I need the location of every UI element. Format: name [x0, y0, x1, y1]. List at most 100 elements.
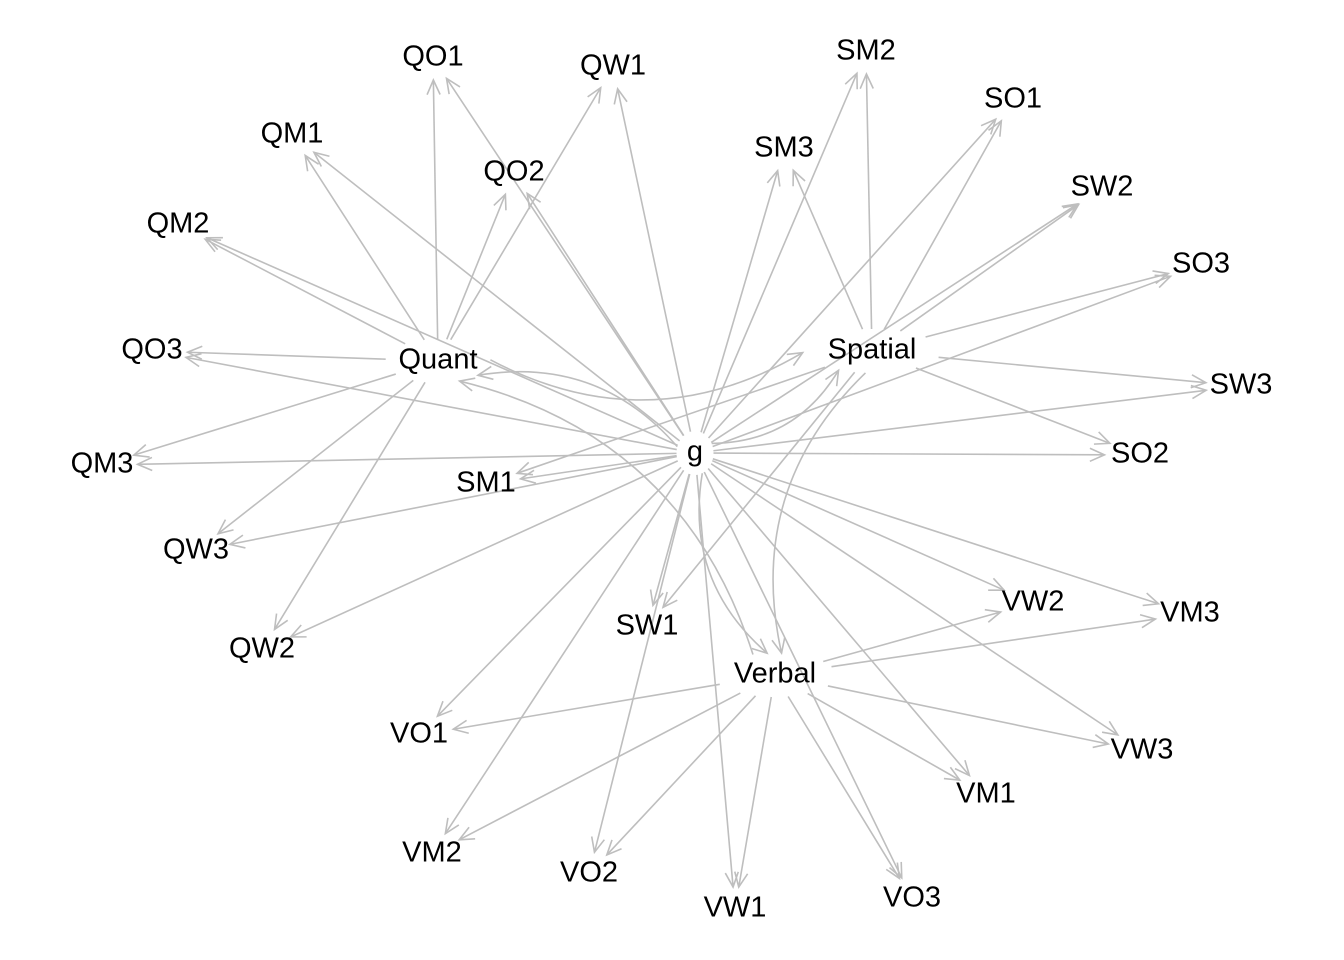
edge-g-qo1	[445, 77, 685, 437]
edge-g-so2	[713, 452, 1105, 456]
arrowhead-icon	[426, 78, 441, 96]
arrowhead-icon	[1101, 720, 1120, 736]
edge-g-sw1	[652, 473, 691, 606]
edge-g-vm3	[712, 458, 1159, 605]
arrowhead-icon	[859, 72, 874, 90]
arrowhead-icon	[288, 624, 307, 638]
edge-spatial-so3	[925, 272, 1169, 338]
arrowhead-icon	[273, 613, 289, 632]
edge-g-qw3	[229, 455, 677, 546]
arrowhead-icon	[844, 71, 858, 90]
edge-verbal-vm3	[831, 618, 1156, 668]
edge-g-sw2	[710, 203, 1078, 444]
arrowhead-icon	[445, 76, 461, 95]
node-qm2: QM2	[147, 208, 210, 240]
arrowhead-icon	[751, 638, 769, 655]
arrowhead-icon	[1154, 274, 1173, 289]
node-qw3: QW3	[163, 534, 229, 566]
node-spatial: Spatial	[828, 334, 917, 366]
node-qm3: QM3	[71, 448, 134, 480]
arrowhead-icon	[771, 637, 786, 656]
edge-g-qm1	[313, 151, 681, 442]
node-vo1: VO1	[390, 718, 448, 750]
node-so2: SO2	[1111, 438, 1169, 470]
arrowhead-icon	[724, 871, 740, 889]
edge-g-vo1	[436, 466, 682, 717]
arrowhead-icon	[1190, 374, 1208, 389]
edge-quant-qo1	[432, 79, 439, 340]
arrowhead-icon	[457, 826, 476, 841]
edge-g-vo3	[703, 471, 903, 879]
node-g: g	[687, 436, 703, 468]
arrowhead-icon	[786, 351, 805, 367]
edge-verbal-vw1	[737, 696, 773, 888]
edge-g-vw1	[696, 474, 734, 888]
arrowhead-icon	[1092, 734, 1111, 749]
arrowhead-icon	[943, 766, 962, 782]
node-qo3: QO3	[121, 334, 182, 366]
edge-verbal-vm1	[807, 692, 961, 781]
arrowhead-icon	[1089, 447, 1107, 463]
arrowhead-icon	[605, 839, 622, 857]
edge-g-sm1	[520, 454, 677, 480]
edge-spatial-so2	[915, 367, 1111, 445]
arrowhead-icon	[649, 589, 664, 608]
edge-spatial-sw2	[899, 203, 1080, 332]
node-sw2: SW2	[1071, 171, 1134, 203]
arrowhead-icon	[135, 456, 153, 472]
arrowhead-icon	[475, 365, 494, 381]
edge-g-sw3	[713, 389, 1207, 452]
node-qw1: QW1	[580, 50, 646, 82]
edge-g-qw2	[290, 460, 679, 638]
arrowhead-icon	[1062, 203, 1081, 219]
edge-quant-qm2	[204, 238, 406, 345]
node-sm3: SM3	[754, 132, 814, 164]
arrowhead-icon	[984, 608, 1003, 623]
edge-g-spatial	[711, 369, 840, 445]
edge-g-verbal	[698, 473, 768, 654]
edge-g-qw1	[616, 88, 692, 432]
arrowhead-icon	[205, 236, 223, 251]
node-vm3: VM3	[1160, 597, 1220, 629]
node-vw1: VW1	[704, 892, 767, 924]
node-sm1: SM1	[456, 467, 516, 499]
edge-g-sm2	[702, 72, 858, 434]
edge-quant-spatial	[490, 351, 804, 401]
arrowhead-icon	[980, 117, 998, 135]
node-qm1: QM1	[261, 118, 324, 150]
edge-verbal-vo1	[453, 683, 720, 731]
node-vm2: VM2	[402, 837, 462, 869]
edges-layer	[131, 71, 1209, 890]
arrowhead-icon	[227, 534, 246, 549]
arrowhead-icon	[824, 368, 840, 387]
arrowhead-icon	[1061, 202, 1080, 218]
edge-verbal-vm2	[458, 692, 741, 841]
arrowhead-icon	[436, 700, 453, 718]
arrowhead-icon	[526, 191, 542, 210]
edge-g-so3	[712, 275, 1171, 448]
arrowhead-icon	[792, 168, 806, 187]
node-vo2: VO2	[560, 857, 618, 889]
arrowhead-icon	[1093, 431, 1112, 445]
edge-g-vm2	[444, 469, 685, 835]
edge-quant-qo2	[446, 194, 507, 340]
arrowhead-icon	[590, 836, 605, 855]
edge-verbal-vo3	[787, 696, 901, 879]
edge-g-qm3	[137, 452, 677, 466]
edge-spatial-so1	[883, 120, 1003, 330]
arrowhead-icon	[216, 519, 234, 535]
arrowhead-icon	[766, 168, 781, 187]
node-sw3: SW3	[1210, 369, 1273, 401]
arrowhead-icon	[888, 861, 903, 880]
arrowhead-icon	[1190, 384, 1209, 400]
node-sm2: SM2	[836, 35, 896, 67]
arrowhead-icon	[457, 377, 476, 392]
arrowhead-icon	[988, 577, 1006, 592]
node-verbal: Verbal	[734, 658, 816, 690]
edge-verbal-vw2	[823, 611, 1001, 663]
edge-spatial-sm2	[865, 73, 873, 330]
arrowhead-icon	[203, 238, 222, 253]
arrowhead-icon	[444, 817, 460, 836]
arrowhead-icon	[1139, 613, 1158, 629]
